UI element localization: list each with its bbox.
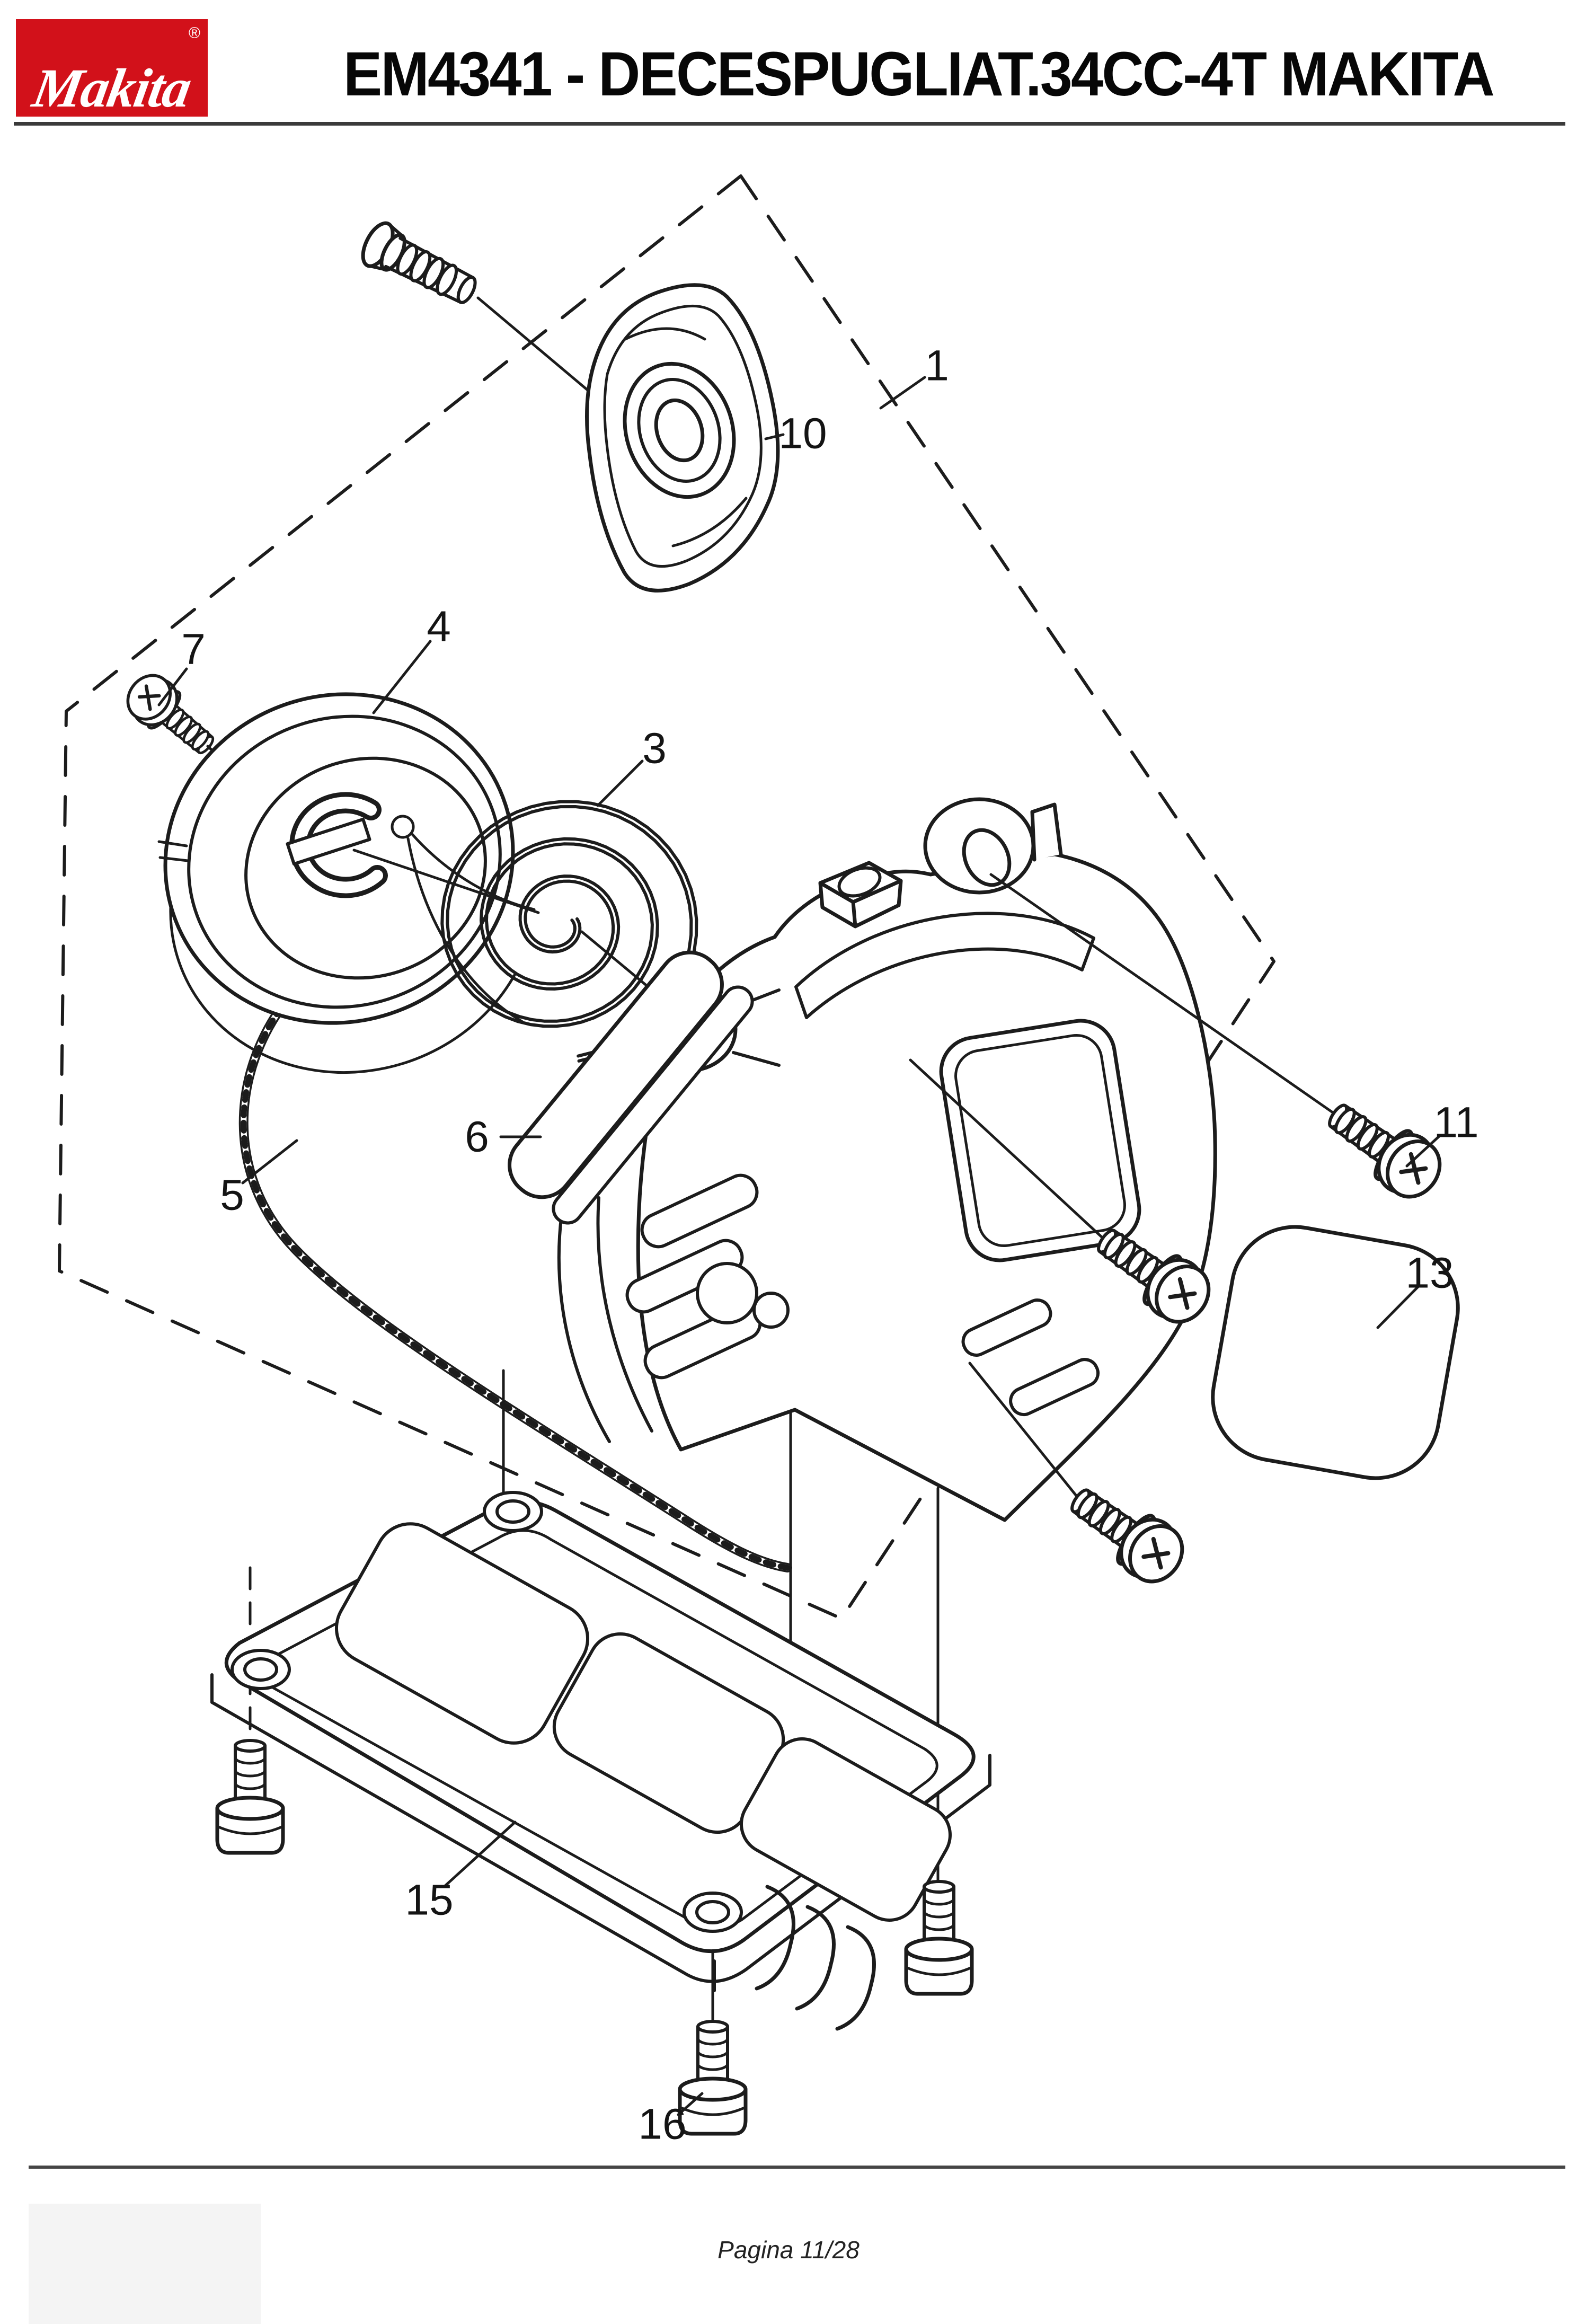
part-label-16: 16 (638, 2100, 686, 2149)
top-boss (818, 861, 903, 929)
corner-holes (231, 1491, 743, 1933)
bracket-fin (1030, 802, 1063, 862)
housing-window (939, 1019, 1141, 1262)
housing-arch (794, 912, 1095, 1019)
part-label-11: 11 (1433, 1099, 1478, 1147)
page-number: Pagina 11/28 (717, 2236, 860, 2264)
screw-7 (119, 666, 225, 766)
part-label-7: 7 (181, 625, 206, 674)
footer-qr-background (29, 2204, 261, 2324)
cushion-pad (1211, 1225, 1460, 1480)
grip-handle (508, 950, 754, 1443)
vent-slots (625, 1173, 1100, 1417)
spiral-spring (440, 800, 698, 1063)
page-title: EM4341 - DECESPUGLIAT.34CC-4T MAKITA (343, 39, 1495, 109)
plate-cutouts (334, 1522, 952, 1922)
screw-11-low (1059, 1473, 1193, 1593)
recoil-pulley (157, 692, 517, 1074)
makita-logo: Makita ® (16, 19, 208, 119)
axis-line (476, 296, 593, 395)
rope-anchor-bosses (696, 1262, 790, 1329)
dashed-boundary (58, 174, 1275, 1620)
part-label-15: 15 (405, 1876, 453, 1924)
part-label-1: 1 (925, 342, 949, 390)
header-rule (14, 122, 1565, 126)
part-label-3: 3 (642, 724, 667, 773)
part-label-5: 5 (220, 1171, 244, 1220)
grip-cap (585, 283, 780, 593)
part-label-10: 10 (778, 410, 827, 458)
screw-leader-lines (909, 873, 1340, 1503)
label-leader-lines (157, 376, 1442, 2116)
screw-16-left (217, 1740, 283, 1853)
part-label-6: 6 (465, 1113, 489, 1161)
base-plate (210, 1491, 991, 2031)
part-label-4: 4 (427, 603, 451, 651)
footer-rule (29, 2166, 1565, 2169)
tension-bolt (361, 221, 477, 304)
screw-16-mid (680, 2021, 746, 2134)
starter-rope (238, 991, 792, 1572)
screw-11-top (1316, 1089, 1451, 1208)
registered-trademark-icon: ® (188, 24, 200, 42)
part-label-13: 13 (1405, 1249, 1454, 1297)
spring-anchor (391, 815, 536, 1023)
starter-housing (625, 797, 1217, 1522)
spring-clips (755, 1885, 876, 2031)
